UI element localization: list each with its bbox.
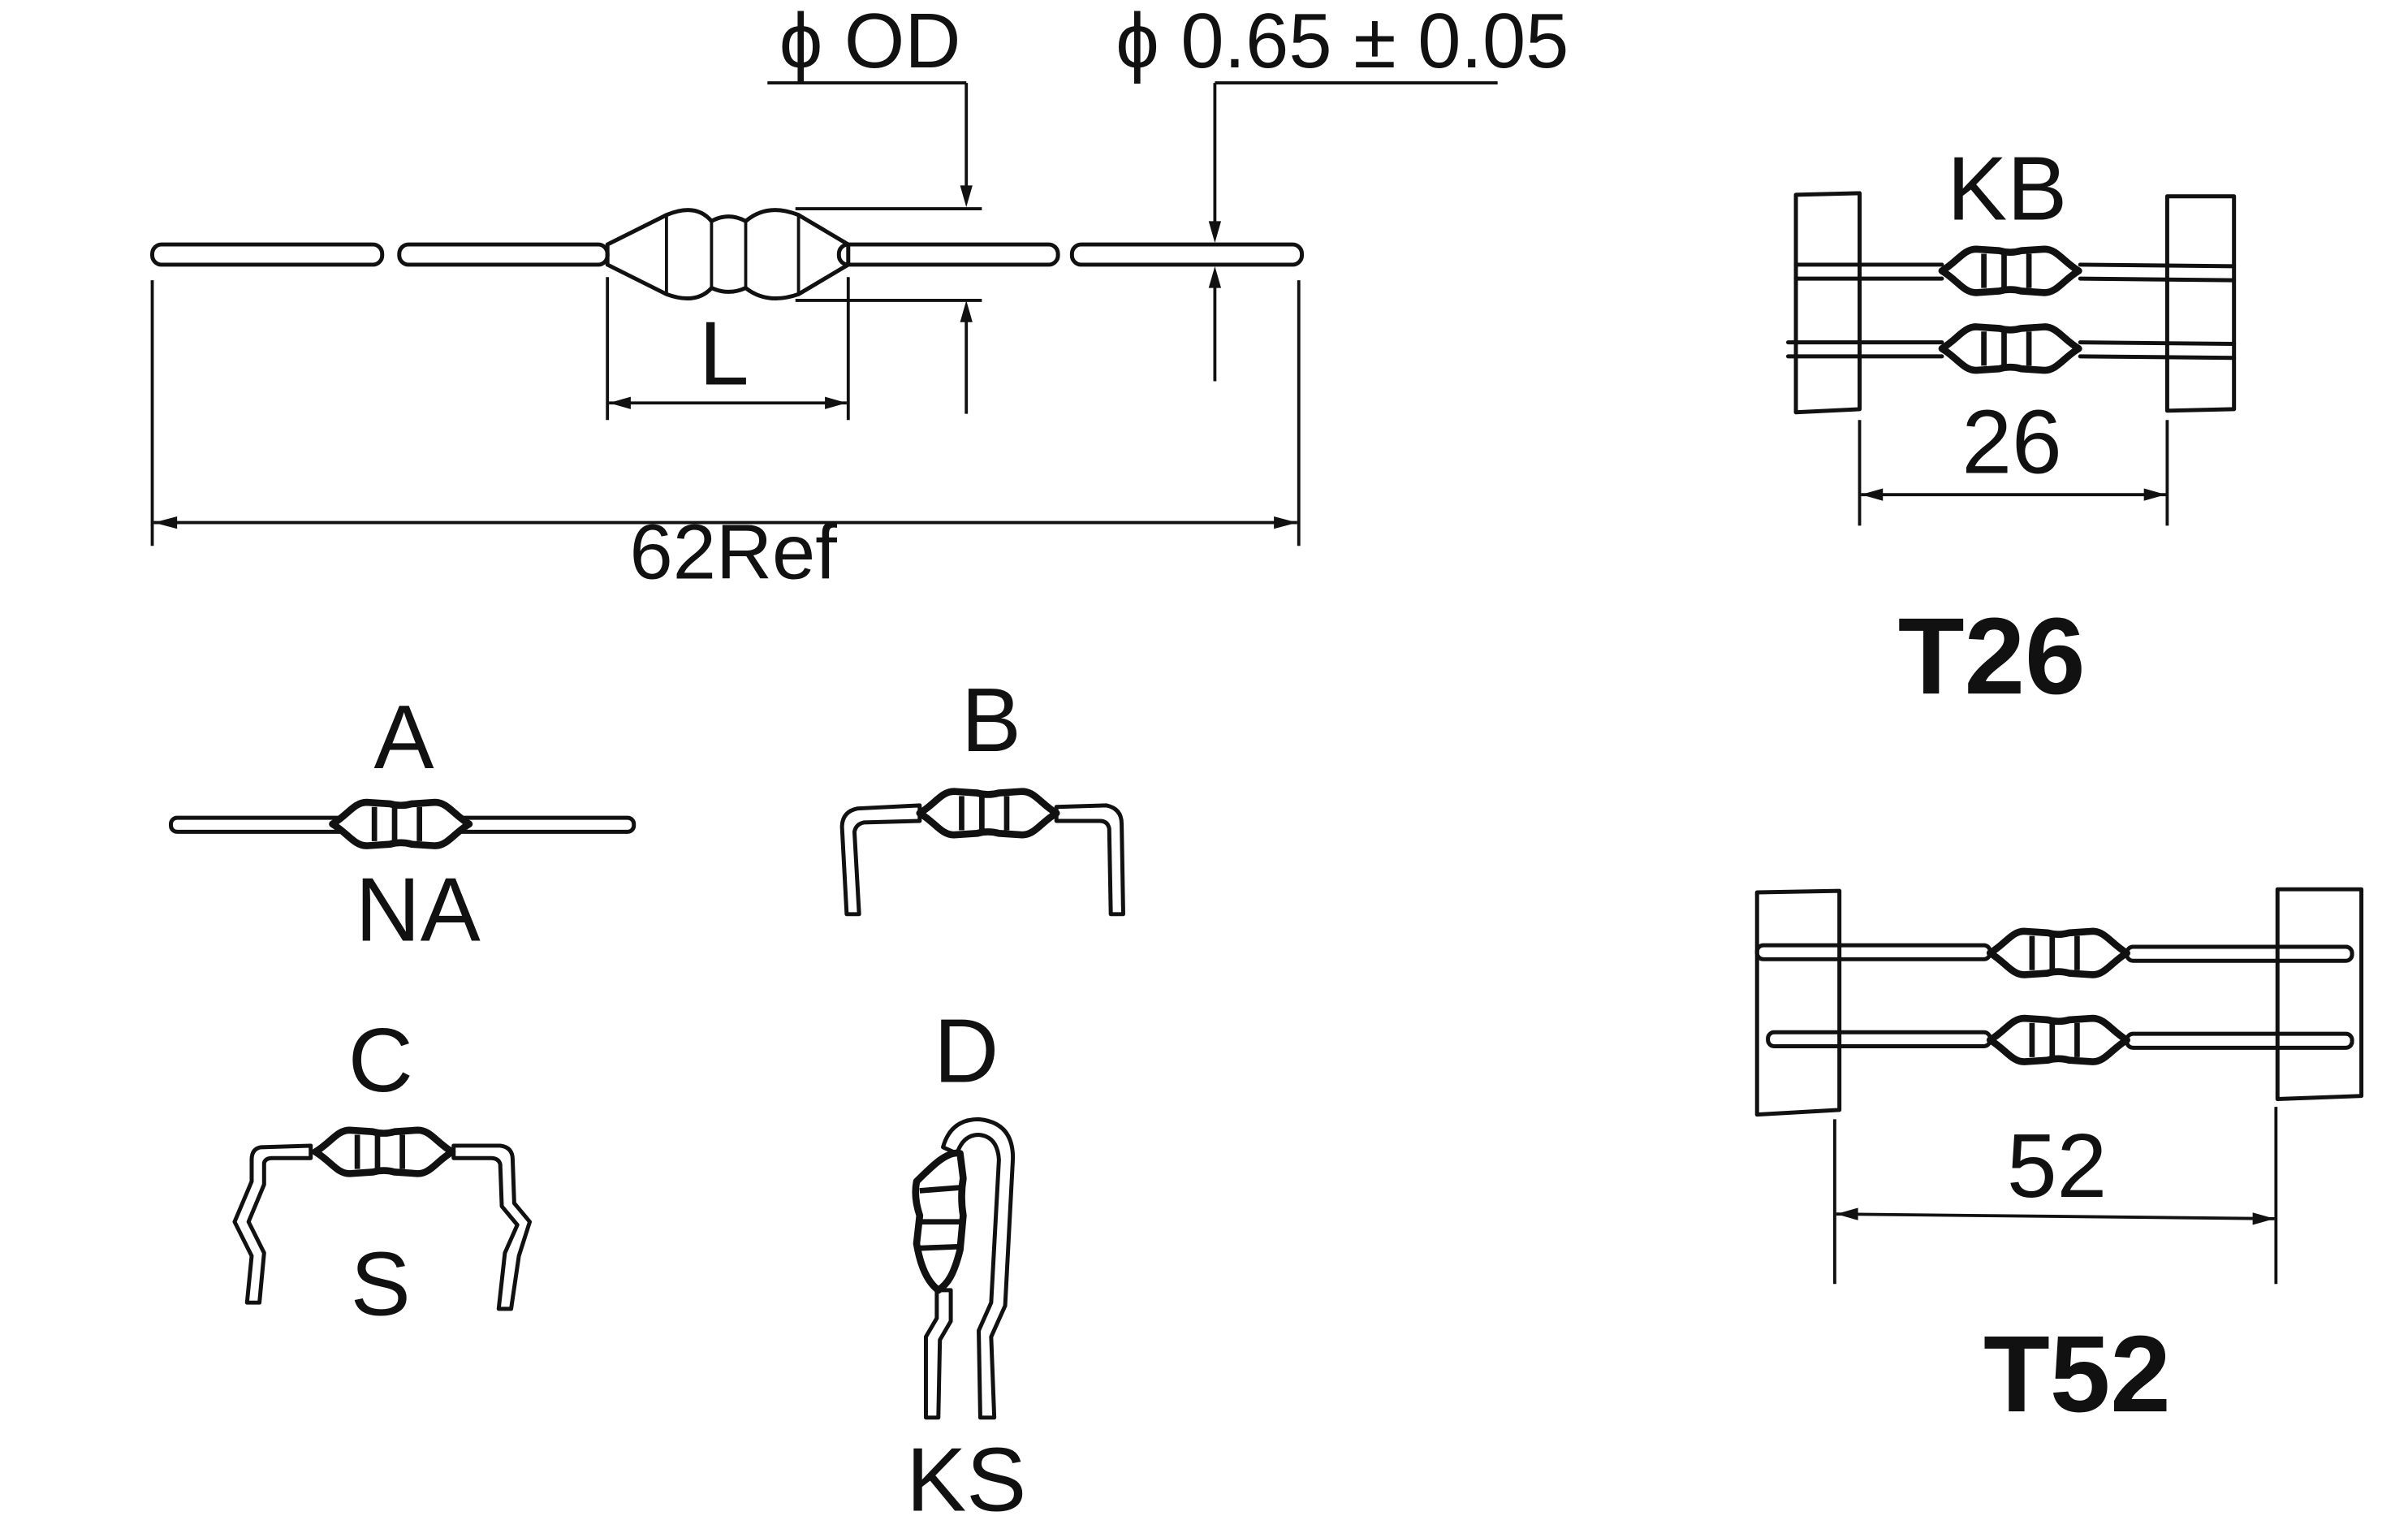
form-a-label: A — [374, 687, 434, 788]
form-c-label: C — [348, 1010, 413, 1111]
t52-pitch-label: 52 — [2007, 1116, 2107, 1216]
wire-diameter-dimension: ϕ 0.65 ± 0.05 — [1116, 0, 1569, 382]
t26-pitch-label: 26 — [1961, 391, 2061, 492]
form-c: C S — [232, 1010, 533, 1335]
t52-component-1 — [1754, 931, 2354, 975]
inductor-body — [605, 208, 851, 300]
wire-diameter-label: ϕ 0.65 ± 0.05 — [1116, 0, 1569, 84]
tape-t52: 52 T52 — [1754, 887, 2364, 1435]
form-d-code: KS — [906, 1430, 1026, 1516]
tape-t26: KB 26 T26 — [1786, 138, 2237, 717]
length-dimension: L — [606, 277, 850, 421]
t26-component-1 — [1793, 249, 2237, 293]
t52-component-2 — [1766, 1018, 2354, 1062]
od-dimension: ϕ OD — [767, 0, 982, 414]
form-a-code: NA — [356, 859, 481, 960]
form-a: A NA — [169, 687, 637, 960]
form-d-label: D — [934, 1000, 999, 1101]
form-c-code: S — [351, 1234, 411, 1335]
lead-wire — [150, 242, 1305, 267]
total-length-dimension: 62Ref — [150, 280, 1301, 595]
t52-title: T52 — [1983, 1314, 2171, 1435]
form-d: D KS — [906, 1000, 1026, 1516]
t26-component-2 — [1786, 326, 2237, 370]
t26-code-label: KB — [1947, 138, 2067, 239]
form-b: B — [839, 670, 1125, 917]
total-length-label: 62Ref — [630, 508, 838, 595]
main-view: ϕ OD ϕ 0.65 ± 0.05 L 62Ref — [150, 0, 1569, 595]
t26-title: T26 — [1898, 596, 2086, 717]
form-b-label: B — [961, 670, 1021, 771]
od-label: ϕ OD — [779, 0, 961, 84]
length-label: L — [699, 303, 749, 404]
